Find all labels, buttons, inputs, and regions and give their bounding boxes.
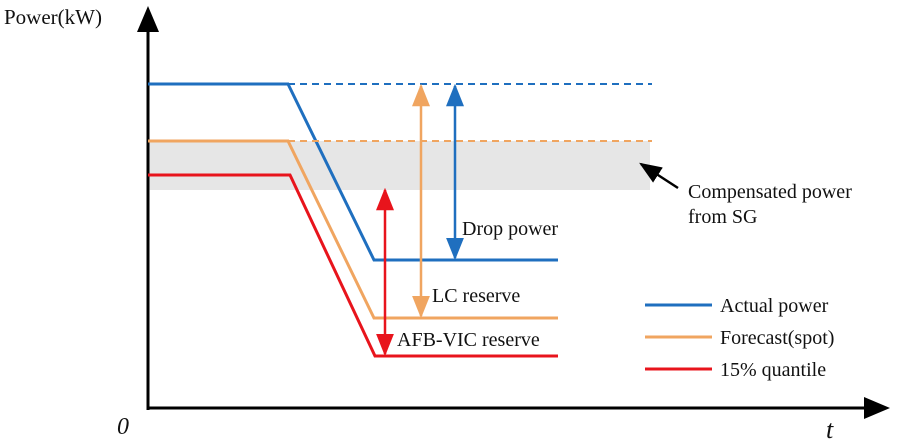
lc-reserve-label: LC reserve — [432, 285, 520, 307]
legend-label-actual: Actual power — [720, 295, 829, 317]
y-axis-label: Power(kW) — [4, 5, 102, 29]
x-axis-arrowhead — [864, 397, 890, 419]
compensated-power-label-line1: Compensated power — [688, 181, 852, 203]
compensated-pointer-arrow — [639, 162, 679, 190]
legend-label-forecast: Forecast(spot) — [720, 327, 834, 349]
drop-power-label: Drop power — [462, 218, 558, 240]
legend: Actual power Forecast(spot) 15% quantile — [645, 295, 834, 381]
origin-label: 0 — [117, 414, 129, 440]
compensated-power-label-line2: from SG — [688, 206, 757, 228]
forecast-line — [148, 139, 558, 320]
actual-power-line — [148, 82, 558, 262]
quantile-line — [148, 173, 558, 358]
compensated-band — [148, 141, 650, 190]
afb-vic-reserve-label: AFB-VIC reserve — [397, 329, 540, 351]
y-axis-arrowhead — [137, 6, 159, 32]
legend-label-quantile: 15% quantile — [720, 359, 826, 381]
x-axis-label: t — [826, 415, 834, 442]
